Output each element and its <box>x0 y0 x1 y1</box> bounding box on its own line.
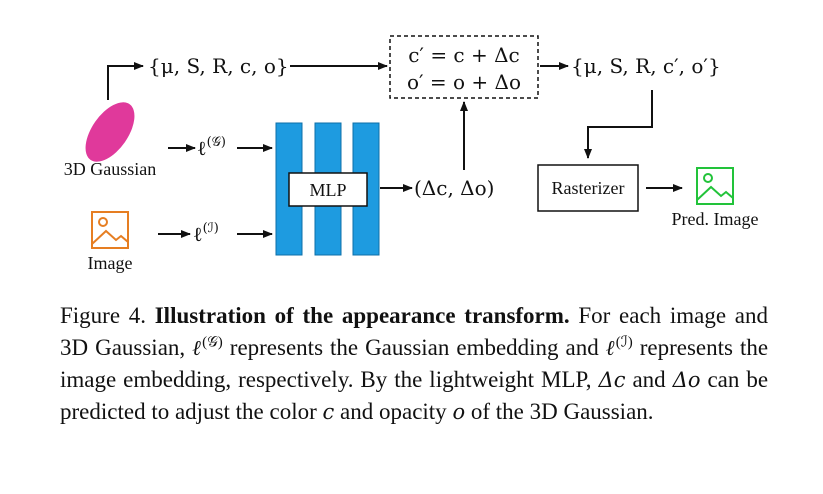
rasterizer-box <box>537 164 639 212</box>
update-color-equation: c′ = c + Δc <box>408 43 520 67</box>
caption-text-1: For each image and 3D Gaussian, <box>60 303 769 360</box>
gaussian-embedding-symbol: ℓ <box>192 336 203 360</box>
delta-o-symbol: Δo <box>672 368 701 392</box>
caption-title: Illustration of the appearance transform… <box>154 303 570 328</box>
updated-params: {μ, S, R, c′, o′} <box>571 54 721 78</box>
mlp-box <box>288 172 368 207</box>
gaussian-label: 3D Gaussian <box>64 159 157 179</box>
caption-text-3: represents the image embedding, respecti… <box>60 335 769 392</box>
update-box <box>389 35 539 99</box>
caption-text-7: of the 3D Gaussian. <box>470 399 654 424</box>
figure-caption: Figure 4. Illustration of the appearance… <box>60 300 768 428</box>
image-embedding-superscript: (ℐ) <box>615 334 633 351</box>
caption-prefix: Figure 4. <box>60 303 147 328</box>
gaussian-embedding-superscript: (𝒢) <box>202 334 223 351</box>
delta-output: (Δc, Δo) <box>414 176 494 200</box>
opacity-symbol: o <box>452 400 466 424</box>
gaussian-embedding: ℓ(𝒢) <box>197 135 226 160</box>
gaussian-ellipse-icon <box>85 102 135 162</box>
updated-to-rasterizer-arrow <box>584 90 653 159</box>
rasterizer-label: Rasterizer <box>552 178 625 198</box>
pred-image-icon <box>696 167 734 205</box>
gaussian-to-params-arrow <box>107 62 144 100</box>
mlp-label: MLP <box>309 180 346 200</box>
caption-text-5: can be predicted to adjust the color <box>60 367 769 424</box>
image-embedding-symbol: ℓ <box>605 336 616 360</box>
pred-image-label: Pred. Image <box>672 209 759 229</box>
gaussian-params: {μ, S, R, c, o} <box>148 54 289 78</box>
caption-text-4: and <box>632 367 666 392</box>
caption-text-6: and opacity <box>340 399 447 424</box>
delta-c-symbol: Δc <box>598 368 626 392</box>
appearance-transform-diagram: 3D Gaussian {μ, S, R, c, o} c′ = c + Δc … <box>64 35 759 273</box>
color-symbol: c <box>322 400 335 424</box>
image-label: Image <box>88 253 133 273</box>
image-icon <box>91 211 129 249</box>
image-embedding: ℓ(ℐ) <box>193 221 219 246</box>
caption-text-2: represents the Gaussian embedding and <box>229 335 599 360</box>
update-opacity-equation: o′ = o + Δo <box>407 70 521 94</box>
